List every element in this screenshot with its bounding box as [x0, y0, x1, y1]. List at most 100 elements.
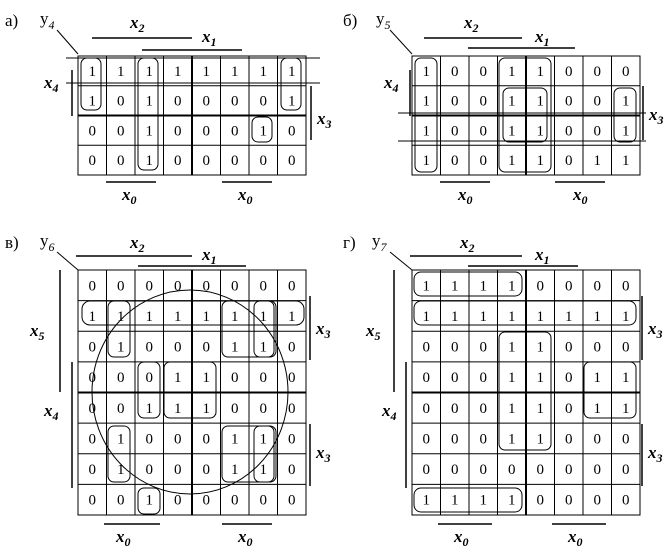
kmap-cell: 1: [203, 370, 211, 386]
kmap-cell: 0: [565, 370, 573, 386]
kmap-cell: 1: [146, 94, 154, 110]
kmap-cell: 1: [231, 64, 239, 80]
kmap-cell: 0: [260, 401, 268, 417]
kmap-cell: 0: [565, 493, 573, 509]
kmap-cell: 1: [508, 493, 516, 509]
kmap-cell: 0: [89, 462, 97, 478]
kmap-cell: 1: [117, 64, 125, 80]
kmap-cell: 0: [89, 340, 97, 356]
kmap-cell: 1: [451, 493, 459, 509]
kmap-cell: 1: [622, 123, 630, 139]
kmap-cell: 0: [565, 431, 573, 447]
panel-v-x0-label-1: x0: [115, 527, 131, 549]
kmap-cell: 0: [451, 401, 459, 417]
kmap-cell: 0: [451, 340, 459, 356]
panel-a-x3-label: x3: [316, 109, 332, 131]
kmap-cell: 1: [622, 401, 630, 417]
kmap-cell: 1: [423, 493, 431, 509]
panel-a-letter: а): [5, 11, 18, 30]
kmap-cell: 1: [594, 401, 602, 417]
panel-b-group-center: [502, 87, 548, 143]
kmap-cell: 1: [451, 309, 459, 325]
kmap-cell: 1: [231, 431, 239, 447]
kmap-cell: 0: [89, 123, 97, 139]
kmap-cell: 0: [203, 340, 211, 356]
panel-v-x3-label-2: x3: [315, 443, 331, 465]
panel-v-group-center: [163, 361, 217, 419]
kmap-cell: 0: [565, 153, 573, 169]
kmap-cell: 0: [260, 278, 268, 294]
panel-g-letter: г): [343, 233, 356, 252]
kmap-cell: 0: [537, 493, 545, 509]
panel-a-x1-label: x1: [201, 27, 217, 49]
kmap-cell: 1: [146, 64, 154, 80]
kmap-cell: 0: [594, 278, 602, 294]
kmap-cell: 1: [423, 64, 431, 80]
kmap-cell: 0: [565, 401, 573, 417]
kmap-cell: 0: [117, 153, 125, 169]
kmap-cell: 1: [565, 309, 573, 325]
kmap-cell: 1: [231, 462, 239, 478]
kmap-cell: 0: [203, 94, 211, 110]
kmap-cell: 1: [480, 493, 488, 509]
kmap-cell: 1: [117, 431, 125, 447]
kmap-cell: 0: [288, 370, 296, 386]
kmap-cell: 1: [231, 340, 239, 356]
kmap-cell: 0: [451, 153, 459, 169]
panel-v-group-left-bottom: [107, 425, 131, 483]
kmap-cell: 0: [231, 153, 239, 169]
panel-b-function-label: y5: [376, 9, 391, 32]
panel-v-letter: в): [5, 233, 19, 252]
panel-b-x2-label: x2: [463, 13, 479, 35]
kmap-cell: 0: [146, 370, 154, 386]
panel-g-x1-label: x1: [534, 245, 550, 267]
kmap-cell: 1: [260, 462, 268, 478]
kmap-cell: 0: [451, 94, 459, 110]
kmap-cell: 1: [117, 340, 125, 356]
kmap-cell: 0: [480, 64, 488, 80]
kmap-cell: 1: [89, 64, 97, 80]
kmap-cell: 0: [203, 123, 211, 139]
kmap-cell: 0: [174, 153, 182, 169]
kmap-cell: 1: [117, 462, 125, 478]
panel-v-group-right-bottom: [221, 425, 275, 483]
kmap-cell: 0: [480, 462, 488, 478]
kmap-cell: 0: [288, 462, 296, 478]
panel-g-group-row8: [413, 487, 523, 513]
kmap-cell: 0: [480, 431, 488, 447]
kmap-cell: 0: [288, 340, 296, 356]
kmap-cell: 0: [423, 401, 431, 417]
kmap-cell: 0: [231, 493, 239, 509]
panel-v-x3-label-1: x3: [315, 319, 331, 341]
kmap-cell: 0: [480, 94, 488, 110]
kmap-cell: 0: [451, 123, 459, 139]
panel-v-function-pointer: [56, 251, 79, 271]
kmap-cell: 1: [480, 309, 488, 325]
kmap-cell: 1: [537, 431, 545, 447]
panel-b-x0-label-1: x0: [457, 185, 473, 207]
panel-a-function-pointer: [56, 29, 79, 55]
kmap-cell: 0: [594, 340, 602, 356]
kmap-cell: 0: [288, 123, 296, 139]
kmap-cell: 1: [537, 370, 545, 386]
panel-g-x0-label-2: x0: [567, 527, 583, 549]
kmap-cell: 1: [146, 493, 154, 509]
kmap-cell: 1: [508, 94, 516, 110]
kmap-cell: 0: [89, 431, 97, 447]
kmap-cell: 0: [203, 493, 211, 509]
kmap-cell: 0: [146, 431, 154, 447]
kmap-cell: 0: [480, 340, 488, 356]
kmap-cell: 0: [565, 64, 573, 80]
kmap-cell: 0: [203, 462, 211, 478]
kmap-cell: 1: [508, 309, 516, 325]
kmap-cell: 0: [117, 94, 125, 110]
kmap-cell: 0: [565, 123, 573, 139]
kmap-cell: 1: [260, 340, 268, 356]
kmap-cell: 0: [174, 94, 182, 110]
kmap-cell: 1: [480, 278, 488, 294]
panel-g-function-label: y7: [372, 231, 388, 254]
kmap-cell: 0: [451, 462, 459, 478]
